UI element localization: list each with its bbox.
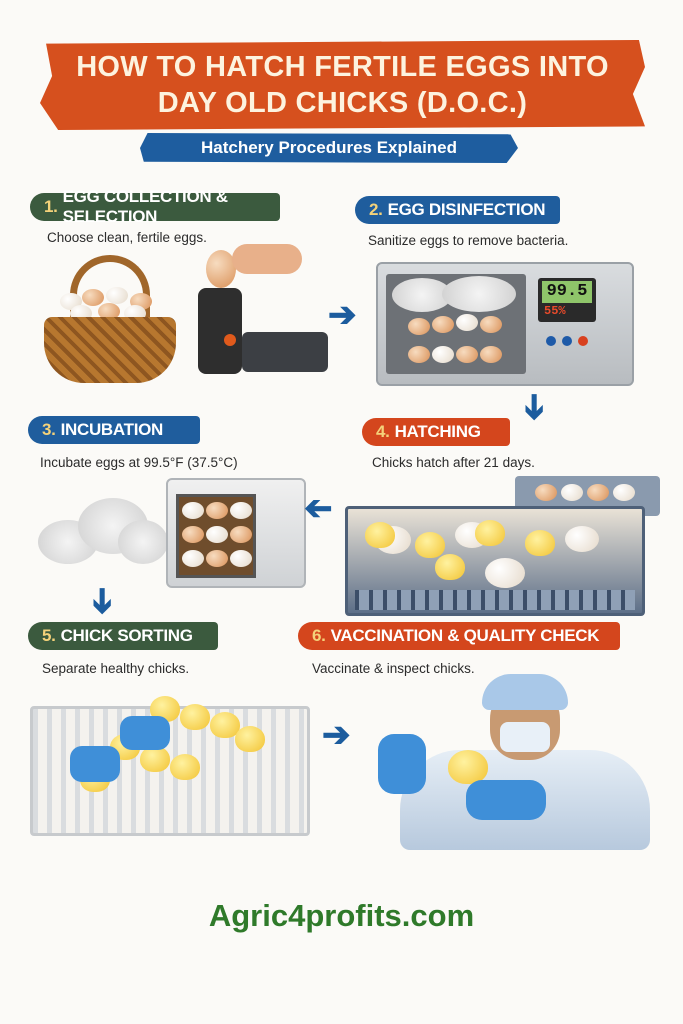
incubator-illustration bbox=[166, 478, 306, 588]
step-number: 1. bbox=[44, 197, 58, 216]
step-number: 6. bbox=[312, 626, 326, 645]
step-6-label: 6.VACCINATION & QUALITY CHECK bbox=[298, 622, 620, 650]
arrow-right-icon: ➔ bbox=[328, 296, 357, 334]
step-3-description: Incubate eggs at 99.5°F (37.5°C) bbox=[40, 455, 238, 470]
website-footer: Agric4profits.com bbox=[208, 898, 475, 933]
step-2-description: Sanitize eggs to remove bacteria. bbox=[368, 233, 569, 248]
egg-candler-illustration bbox=[180, 244, 330, 385]
step-1-label: 1.EGG COLLECTION & SELECTION bbox=[30, 187, 280, 226]
step-title: EGG COLLECTION & SELECTION bbox=[62, 187, 229, 226]
step-title: EGG DISINFECTION bbox=[387, 200, 546, 219]
title-banner: HOW TO HATCH FERTILE EGGS INTO DAY OLD CH… bbox=[40, 40, 645, 130]
arrow-down-icon: ➔ bbox=[515, 392, 554, 422]
temperature-display: 99.5 bbox=[542, 281, 592, 303]
control-knob-icon bbox=[546, 336, 556, 346]
step-2-label: 2.EGG DISINFECTION bbox=[355, 196, 560, 224]
step-5-label: 5.CHICK SORTING bbox=[28, 622, 218, 650]
step-6-description: Vaccinate & inspect chicks. bbox=[312, 661, 475, 676]
egg-basket-illustration bbox=[40, 255, 180, 385]
arrow-down-icon: ➔ bbox=[83, 586, 122, 616]
disinfection-cabinet-illustration: 99.5 55% bbox=[376, 262, 634, 386]
title-line-1: HOW TO HATCH FERTILE EGGS INTO bbox=[76, 51, 609, 83]
vaccination-worker-illustration bbox=[370, 674, 650, 850]
steam-clouds-illustration bbox=[38, 490, 168, 575]
step-3-label: 3.INCUBATION bbox=[28, 416, 200, 444]
step-title: INCUBATION bbox=[60, 420, 164, 439]
arrow-left-icon: ➔ bbox=[304, 490, 333, 528]
step-4-description: Chicks hatch after 21 days. bbox=[372, 455, 535, 470]
step-number: 3. bbox=[42, 420, 56, 439]
arrow-right-icon: ➔ bbox=[322, 716, 351, 754]
step-1-description: Choose clean, fertile eggs. bbox=[47, 230, 207, 245]
step-4-label: 4.HATCHING bbox=[362, 418, 510, 446]
step-title: HATCHING bbox=[394, 422, 481, 441]
subtitle-banner: Hatchery Procedures Explained bbox=[140, 133, 518, 163]
chick-sorting-illustration bbox=[30, 686, 320, 841]
step-title: CHICK SORTING bbox=[60, 626, 193, 645]
step-number: 5. bbox=[42, 626, 56, 645]
control-knob-icon bbox=[578, 336, 588, 346]
step-5-description: Separate healthy chicks. bbox=[42, 661, 190, 676]
title-line-2: DAY OLD CHICKS (D.O.C.) bbox=[157, 87, 528, 119]
step-title: VACCINATION & QUALITY CHECK bbox=[330, 626, 600, 645]
humidity-display: 55% bbox=[544, 304, 566, 318]
step-number: 2. bbox=[369, 200, 383, 219]
control-knob-icon bbox=[562, 336, 572, 346]
hatching-tray-illustration bbox=[345, 476, 660, 616]
step-number: 4. bbox=[376, 422, 390, 441]
